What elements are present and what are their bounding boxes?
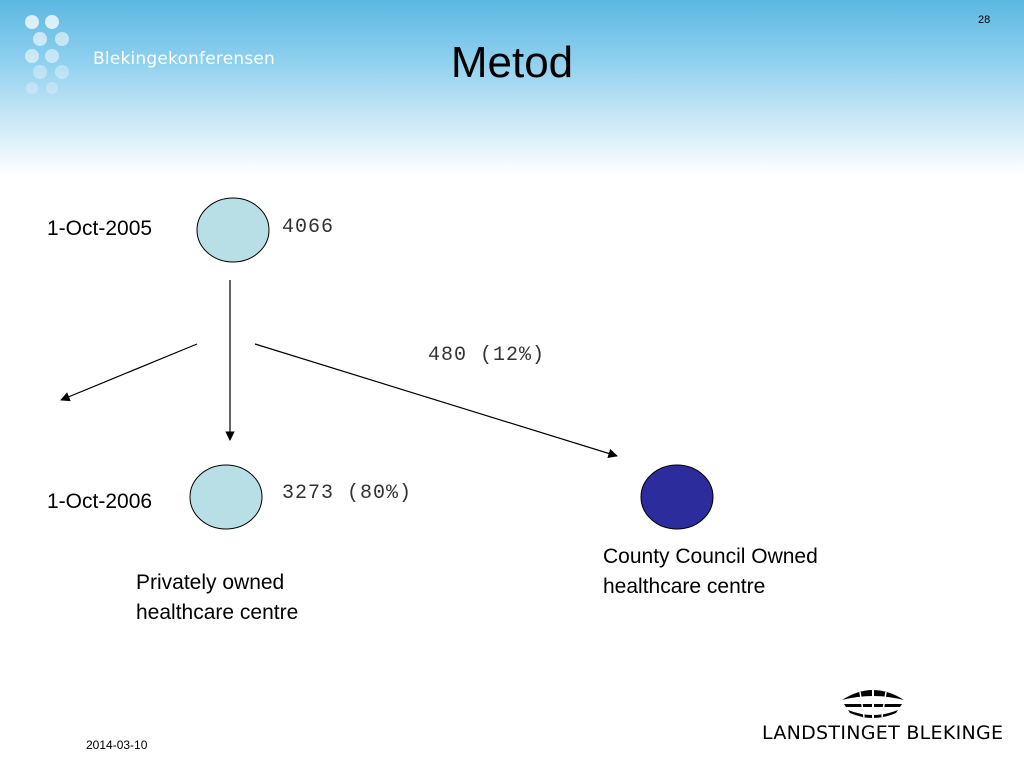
footer-date: 2014-03-10 [86,738,148,752]
county-label-line2: healthcare centre [603,575,766,598]
start-date-label: 1-Oct-2005 [47,217,153,240]
private-centre-label: Privately owned healthcare centre [136,568,298,628]
county-centre-label: County Council Owned healthcare centre [603,542,818,602]
start-population-circle [196,197,270,263]
arrow-to-county [254,343,618,459]
private-label-line1: Privately owned [136,571,285,594]
county-label-line1: County Council Owned [603,545,818,568]
slide-number: 28 [978,14,991,26]
end-date-label: 1-Oct-2006 [47,490,153,513]
county-count: 480 (12%) [428,344,546,367]
conference-name: Blekingekonferensen [93,49,276,69]
organization-name: LANDSTINGET BLEKINGE [762,722,1004,744]
start-count: 4066 [282,216,335,239]
header-band [0,0,1024,175]
private-centre-circle [189,464,263,530]
slide-title: Metod [450,38,574,87]
landstinget-logo-icon [842,690,904,718]
private-label-line2: healthcare centre [136,601,299,624]
arrow-to-other [60,343,198,402]
private-count: 3273 (80%) [282,482,413,505]
conference-logo-icon [25,15,69,94]
county-centre-circle [640,464,714,530]
